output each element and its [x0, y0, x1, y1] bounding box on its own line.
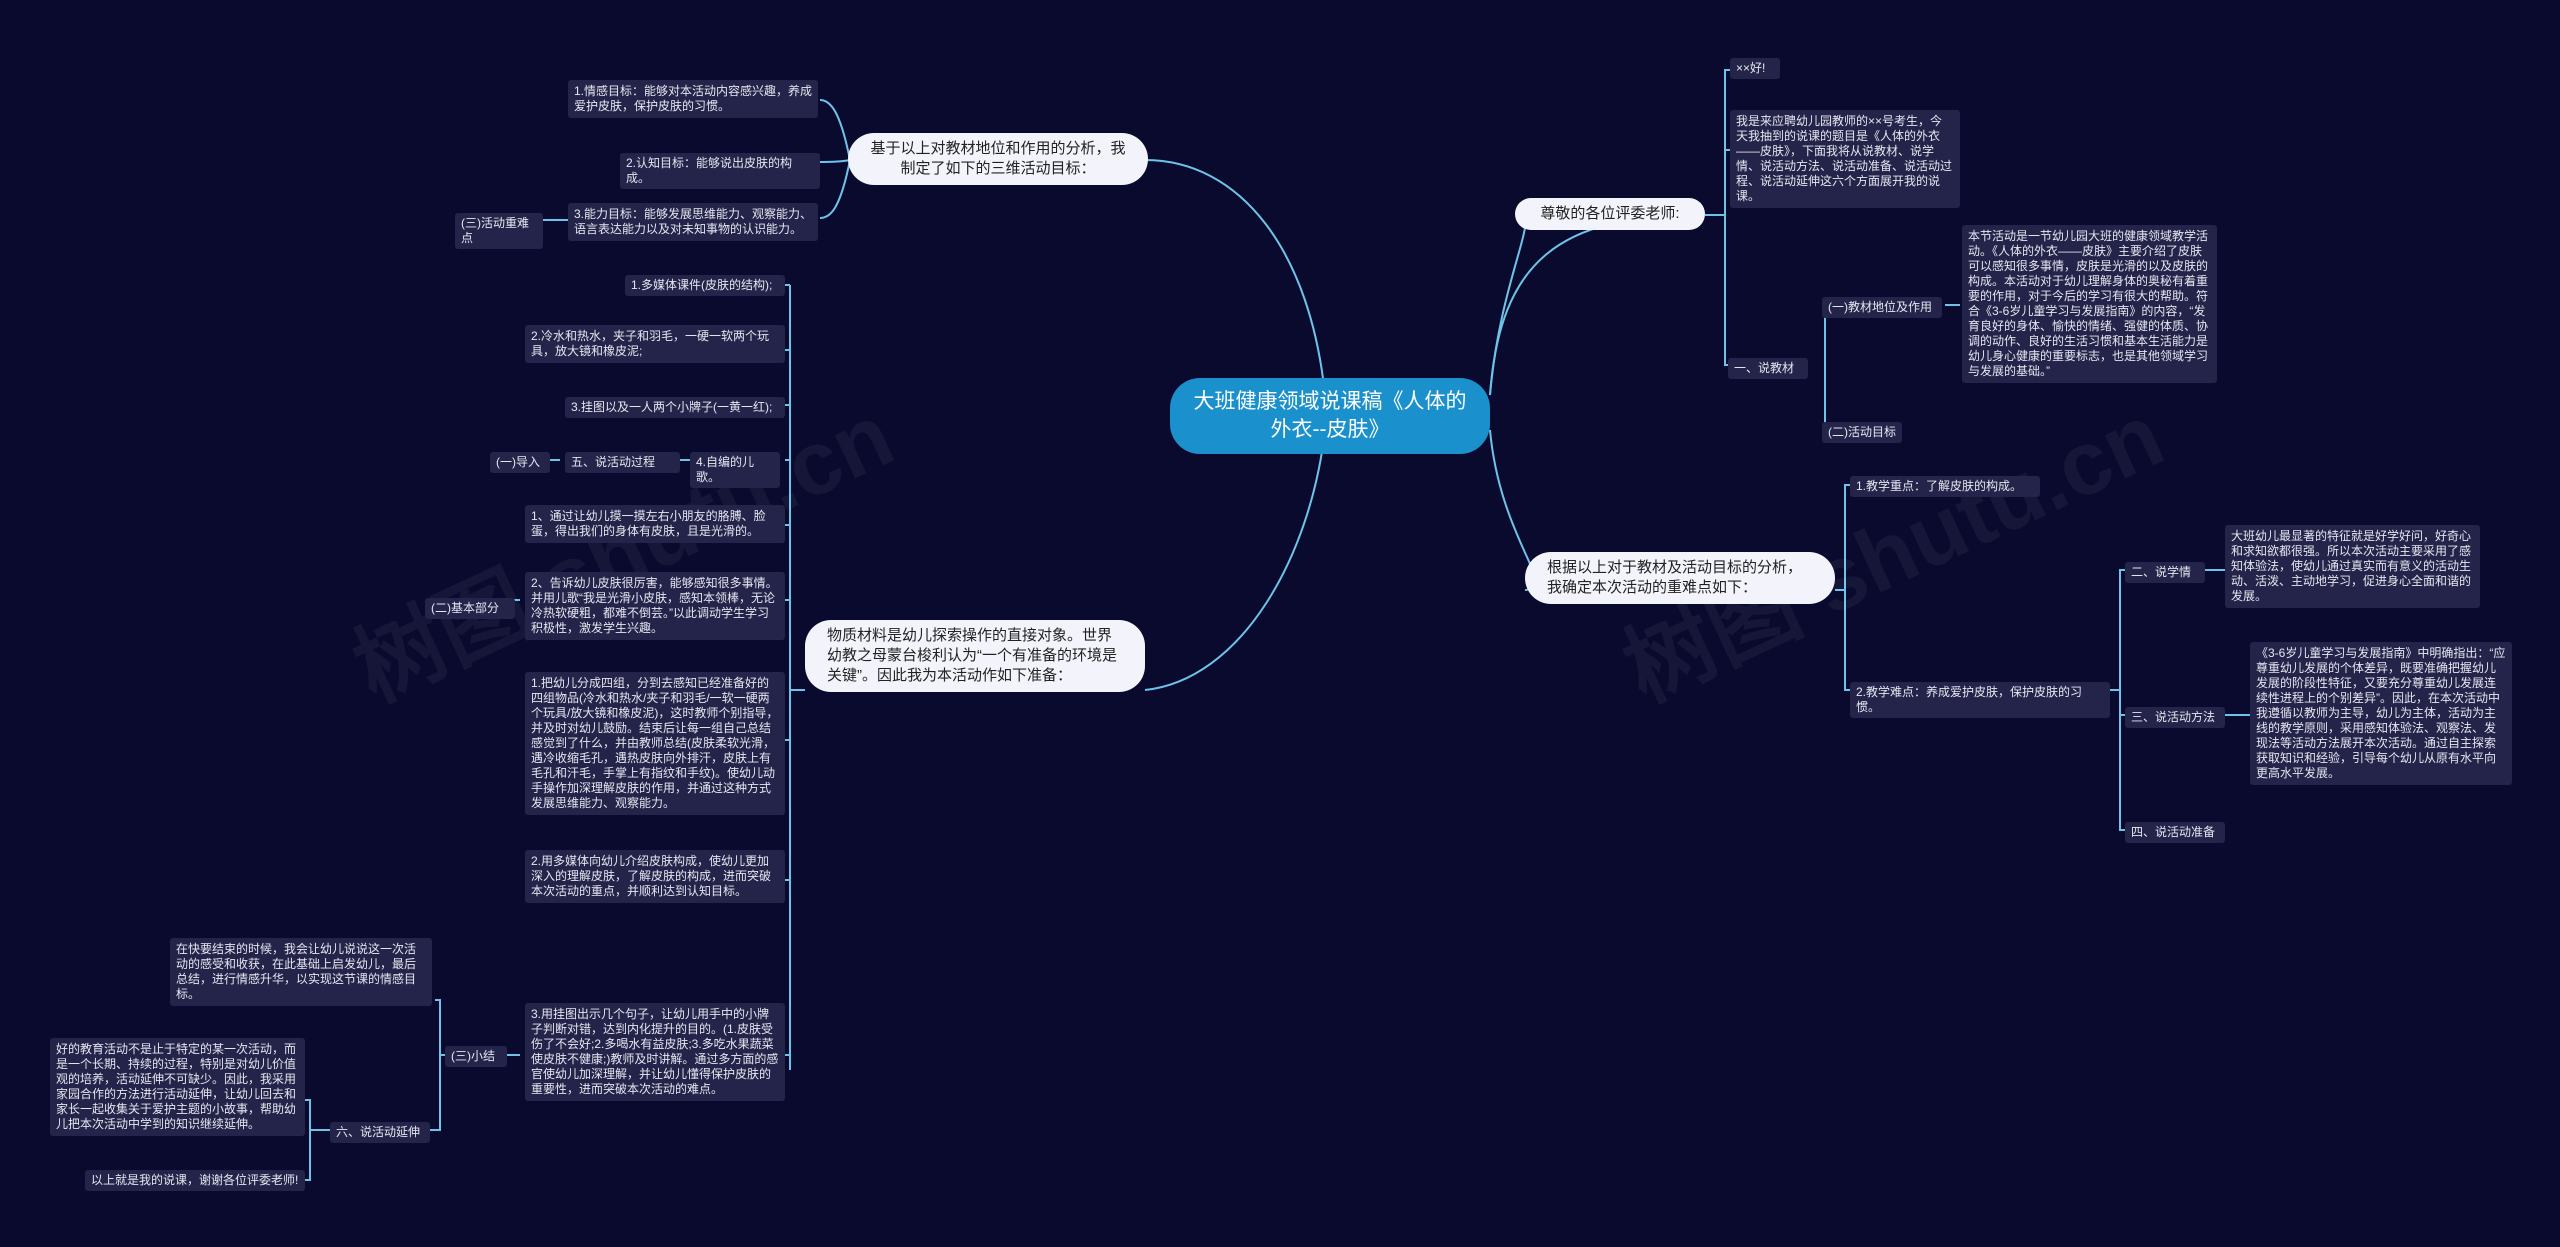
node-nandian[interactable]: 2.教学难点：养成爱护皮肤，保护皮肤的习惯。 [1850, 682, 2110, 718]
node-zhunbei[interactable]: 四、说活动准备 [2125, 822, 2225, 843]
node-p2[interactable]: 2、告诉幼儿皮肤很厉害，能够感知很多事情。并用儿歌“我是光滑小皮肤，感知本领棒，… [525, 572, 785, 640]
node-guocheng[interactable]: 五、说活动过程 [565, 452, 680, 473]
root-topic[interactable]: 大班健康领域说课稿《人体的外衣--皮肤》 [1170, 378, 1490, 454]
node-goal3[interactable]: 3.能力目标：能够发展思维能力、观察能力、语言表达能力以及对未知事物的认识能力。 [568, 203, 818, 241]
node-yanshen[interactable]: 六、说活动延伸 [330, 1122, 430, 1143]
node-xiaojie[interactable]: (三)小结 [445, 1046, 507, 1067]
branch-zhongdian[interactable]: 根据以上对于教材及活动目标的分析，我确定本次活动的重难点如下： [1525, 552, 1835, 604]
node-fangfa[interactable]: 三、说活动方法 [2125, 707, 2225, 728]
node-daoru[interactable]: (一)导入 [490, 452, 550, 473]
node-p1[interactable]: 1、通过让幼儿摸一摸左右小朋友的胳膊、脸蛋，得出我们的身体有皮肤，且是光滑的。 [525, 505, 785, 543]
node-goal1[interactable]: 1.情感目标：能够对本活动内容感兴趣，养成爱护皮肤，保护皮肤的习惯。 [568, 80, 818, 118]
node-zhongnandian[interactable]: (三)活动重难点 [455, 213, 543, 249]
node-intro[interactable]: 我是来应聘幼儿园教师的××号考生，今天我抽到的说课的题目是《人体的外衣——皮肤》… [1730, 110, 1960, 208]
node-hello[interactable]: ××好! [1730, 58, 1780, 79]
node-jiben[interactable]: (二)基本部分 [425, 598, 515, 619]
node-p3[interactable]: 1.把幼儿分成四组，分到去感知已经准备好的四组物品(冷水和热水/夹子和羽毛/一软… [525, 672, 785, 815]
node-prep3[interactable]: 3.挂图以及一人两个小牌子(一黄一红); [565, 397, 785, 418]
node-xiaojie-text[interactable]: 在快要结束的时候，我会让幼儿说说这一次活动的感受和收获，在此基础上启发幼儿，最后… [170, 938, 432, 1006]
branch-prep[interactable]: 物质材料是幼儿探索操作的直接对象。世界幼教之母蒙台梭利认为“一个有准备的环境是关… [805, 620, 1145, 692]
node-prep4[interactable]: 4.自编的儿歌。 [690, 452, 780, 488]
node-xueqing-text[interactable]: 大班幼儿最显著的特征就是好学好问，好奇心和求知欲都很强。所以本次活动主要采用了感… [2225, 525, 2480, 608]
node-jiaocai[interactable]: 一、说教材 [1728, 358, 1808, 379]
node-prep1[interactable]: 1.多媒体课件(皮肤的结构); [625, 275, 785, 296]
node-yanshen-text[interactable]: 好的教育活动不是止于特定的某一次活动，而是一个长期、持续的过程，特别是对幼儿价值… [50, 1038, 305, 1136]
node-prep2[interactable]: 2.冷水和热水，夹子和羽毛，一硬一软两个玩具，放大镜和橡皮泥; [525, 325, 785, 363]
node-ending[interactable]: 以上就是我的说课，谢谢各位评委老师! [85, 1170, 305, 1191]
node-p5[interactable]: 3.用挂图出示几个句子，让幼儿用手中的小牌子判断对错，达到内化提升的目的。(1.… [525, 1003, 785, 1101]
node-p4[interactable]: 2.用多媒体向幼儿介绍皮肤构成，使幼儿更加深入的理解皮肤，了解皮肤的构成，进而突… [525, 850, 785, 903]
node-fangfa-text[interactable]: 《3-6岁儿童学习与发展指南》中明确指出：“应尊重幼儿发展的个体差异，既要准确把… [2250, 642, 2512, 785]
node-goal2[interactable]: 2.认知目标：能够说出皮肤的构成。 [620, 153, 820, 189]
node-diwei[interactable]: (一)教材地位及作用 [1822, 297, 1942, 318]
node-mubiao[interactable]: (二)活动目标 [1822, 422, 1902, 443]
node-xueqing[interactable]: 二、说学情 [2125, 562, 2205, 583]
branch-goals[interactable]: 基于以上对教材地位和作用的分析，我制定了如下的三维活动目标： [848, 133, 1148, 185]
branch-greeting[interactable]: 尊敬的各位评委老师: [1515, 198, 1705, 230]
node-diwei-text[interactable]: 本节活动是一节幼儿园大班的健康领域教学活动。《人体的外衣——皮肤》主要介绍了皮肤… [1962, 225, 2217, 383]
node-zhongdian[interactable]: 1.教学重点：了解皮肤的构成。 [1850, 476, 2040, 497]
